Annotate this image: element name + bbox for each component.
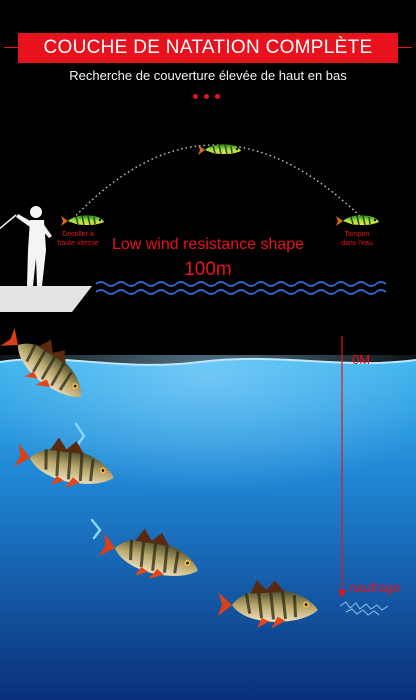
angler-silhouette	[0, 206, 52, 286]
pagination-dot	[193, 94, 198, 99]
launch-label-line1: Décoller à	[62, 231, 94, 238]
feature-text: Low wind resistance shape	[111, 236, 305, 253]
shore-platform	[0, 286, 92, 312]
pagination-dot	[215, 94, 220, 99]
landing-label: Tampon dans l'eau	[336, 230, 378, 248]
pagination-dot	[204, 94, 209, 99]
surface-waves	[95, 281, 387, 295]
lure-landing	[335, 214, 380, 227]
launch-label-line2: haute vitesse	[57, 240, 99, 247]
banner-rule-right	[398, 47, 412, 48]
launch-label: Décoller à haute vitesse	[57, 230, 99, 248]
pagination-dots	[193, 94, 220, 99]
page-title-banner: COUCHE DE NATATION COMPLÈTE	[18, 33, 398, 63]
lure-launch	[60, 214, 105, 227]
landing-label-line2: dans l'eau	[341, 240, 373, 247]
depth-top-label: 0M	[352, 352, 371, 367]
depth-bottom-label: naufrage	[349, 580, 401, 595]
sinking-ripple	[339, 601, 389, 616]
cast-trajectory	[69, 144, 363, 223]
landing-label-line1: Tampon	[344, 231, 370, 238]
cast-distance: 100m	[184, 259, 232, 280]
dive-path-arrows	[74, 422, 102, 540]
banner-rule-left	[4, 47, 18, 48]
page-subtitle: Recherche de couverture élevée de haut e…	[69, 68, 347, 83]
page-title: COUCHE DE NATATION COMPLÈTE	[43, 37, 373, 58]
depth-arrow-icon	[338, 590, 346, 598]
